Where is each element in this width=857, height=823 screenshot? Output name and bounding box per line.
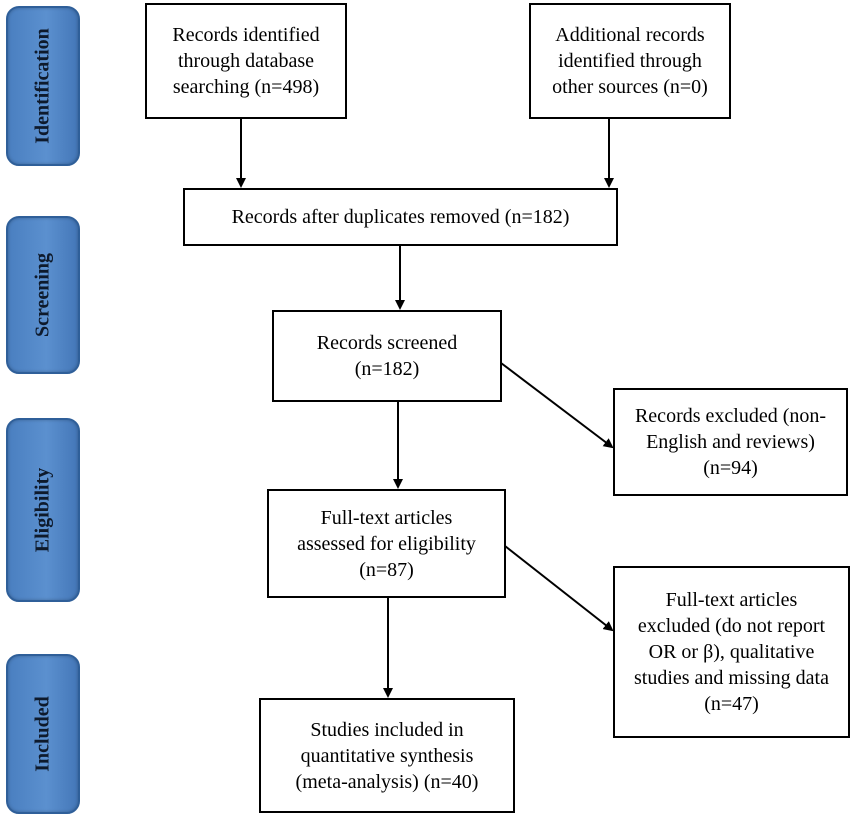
box-fulltext-excluded: Full-text articles excluded (do not repo… [613, 566, 850, 738]
box-records-screened: Records screened (n=182) [272, 310, 502, 402]
box-included-studies-text: Studies included in quantitative synthes… [295, 718, 479, 793]
stage-included: Included [6, 654, 80, 814]
box-after-duplicates-text: Records after duplicates removed (n=182) [231, 206, 570, 228]
box-records-excluded-text: Records excluded (non- English and revie… [634, 405, 827, 479]
box-included-studies: Studies included in quantitative synthes… [259, 698, 515, 813]
box-other-records-text: Additional records identified through ot… [552, 24, 708, 98]
arrow-screened-to-excluded [500, 362, 614, 449]
box-records-excluded: Records excluded (non- English and revie… [613, 388, 848, 496]
stage-identification: Identification [6, 6, 80, 166]
stage-screening: Screening [6, 216, 80, 374]
box-fulltext-excluded-text: Full-text articles excluded (do not repo… [634, 589, 829, 715]
box-after-duplicates: Records after duplicates removed (n=182) [183, 188, 618, 246]
box-other-records: Additional records identified through ot… [529, 3, 731, 119]
box-fulltext-assessed: Full-text articles assessed for eligibil… [267, 489, 506, 598]
box-database-records: Records identified through database sear… [145, 3, 347, 119]
stage-eligibility: Eligibility [6, 418, 80, 602]
box-fulltext-assessed-text: Full-text articles assessed for eligibil… [297, 506, 476, 581]
arrow-fulltext-to-excluded [504, 545, 614, 632]
box-records-screened-text: Records screened (n=182) [316, 332, 458, 380]
box-database-records-text: Records identified through database sear… [172, 24, 320, 98]
